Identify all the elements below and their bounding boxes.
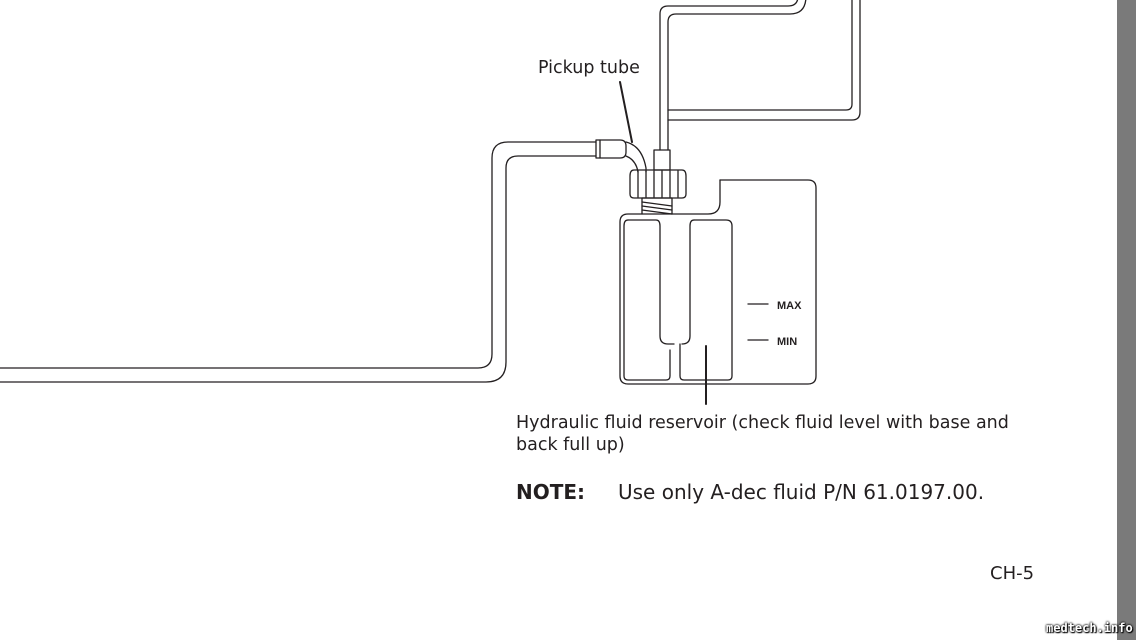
note-text: Use only A-dec fluid P/N 61.0197.00. (618, 480, 985, 504)
hose-bend (625, 141, 647, 173)
min-label: MIN (777, 336, 797, 348)
leader-lines (619, 81, 707, 405)
level-marks (747, 303, 769, 341)
hose-sleeve (595, 139, 627, 159)
hydraulic-hose (0, 141, 597, 383)
page-number: CH-5 (990, 563, 1035, 584)
reservoir-body (619, 179, 817, 385)
note: NOTE: Use only A-dec fluid P/N 61.0197.00… (516, 478, 984, 506)
reservoir-label: Hydraulic fluid reservoir (check fluid l… (516, 413, 1009, 455)
max-label: MAX (777, 300, 802, 312)
return-tube (659, 0, 861, 151)
reservoir-cap (629, 169, 687, 199)
pickup-tube-label: Pickup tube (538, 58, 640, 78)
note-label: NOTE: (516, 480, 586, 504)
tube-fitting (653, 149, 671, 171)
page-edge-bar (1117, 0, 1136, 640)
reservoir-neck (641, 197, 673, 215)
watermark: medtech.info (1046, 621, 1133, 635)
